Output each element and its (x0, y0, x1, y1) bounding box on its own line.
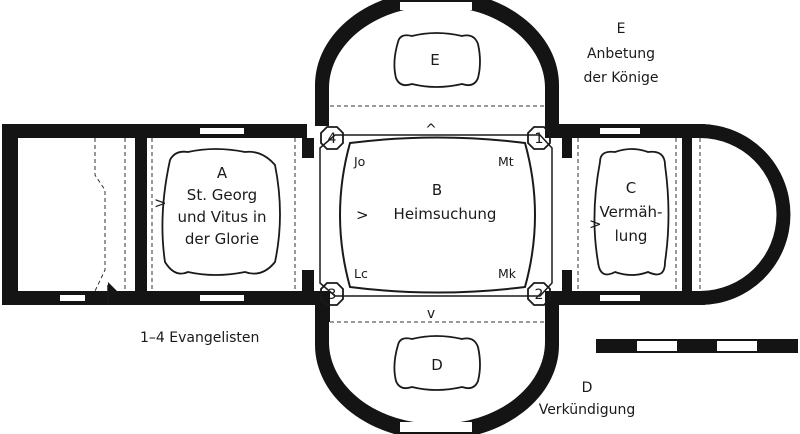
legend-e-line-2: der Könige (583, 70, 658, 86)
field-a-line-2: und Vitus in (177, 208, 266, 226)
cartouche-d (393, 335, 481, 391)
legend-e-line-1: Anbetung (587, 46, 655, 62)
scale-bar (596, 339, 798, 353)
field-a-letter: A (217, 164, 228, 182)
badge-2: 2 (535, 287, 544, 303)
north-apse-walls (307, 0, 570, 138)
legend-d-line-1: Verkündigung (539, 402, 636, 418)
badge-1: 1 (535, 131, 544, 147)
badge-3: 3 (328, 287, 337, 303)
east-wing-walls (545, 124, 791, 305)
field-c-line-2: lung (615, 227, 648, 245)
west-nave-walls (2, 124, 314, 305)
evangelist-jo: Jo (353, 154, 365, 169)
evangelist-mk: Mk (498, 266, 517, 281)
field-d-letter: D (431, 356, 443, 374)
evangelist-lc: Lc (354, 266, 368, 281)
dashed-lines (94, 105, 701, 323)
cartouche-c (593, 148, 670, 276)
field-a-line-3: der Glorie (185, 230, 259, 248)
field-b-letter: B (432, 181, 442, 199)
field-a-line-1: St. Georg (187, 186, 257, 204)
field-e-letter: E (430, 51, 439, 69)
field-a-arrow: > (154, 194, 167, 212)
field-c-arrow: > (589, 215, 602, 233)
legend-evangelisten: 1–4 Evangelisten (140, 330, 259, 346)
field-b-arrow: > (356, 206, 369, 224)
south-apse-walls (307, 291, 570, 434)
evangelist-mt: Mt (498, 154, 514, 169)
field-b-arrow-down: v (427, 306, 435, 322)
badge-4: 4 (328, 131, 337, 147)
field-c-letter: C (626, 179, 636, 197)
legend-e-letter: E (617, 21, 626, 37)
field-b-line-1: Heimsuchung (394, 205, 497, 223)
central-bay-frame (319, 134, 553, 297)
evangelist-badges (320, 126, 551, 306)
legend-d-letter: D (582, 380, 593, 396)
cartouche-a (161, 148, 281, 276)
cartouche-e (393, 32, 481, 88)
field-b-arrow-up: ^ (425, 122, 437, 138)
field-c-line-1: Vermäh- (600, 203, 663, 221)
